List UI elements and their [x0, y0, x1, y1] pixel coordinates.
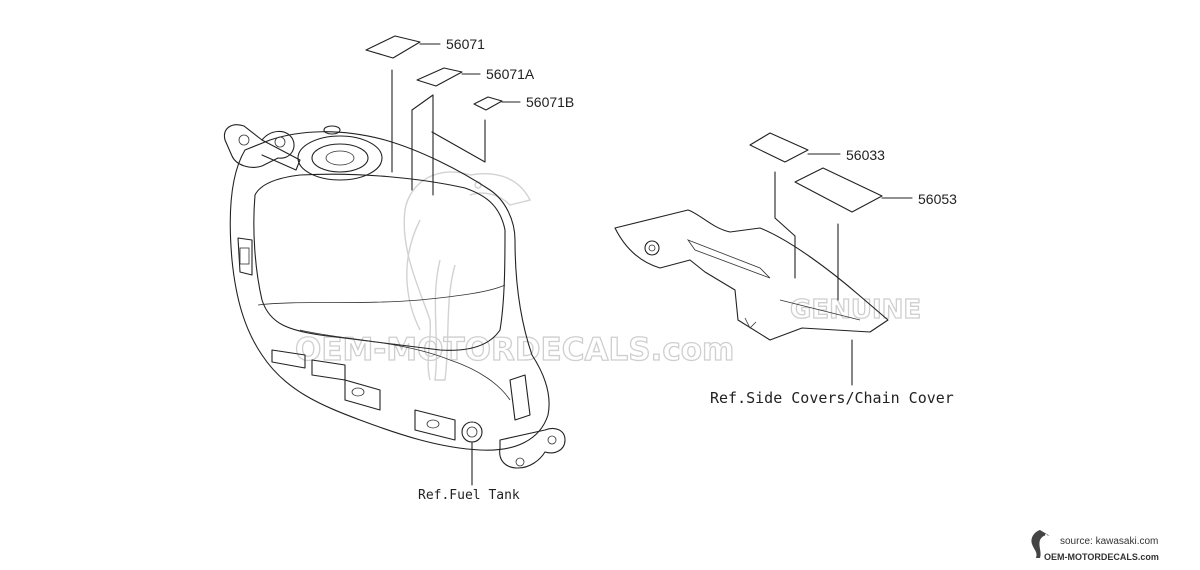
callout-56033: 56033: [846, 147, 885, 163]
decal-56053[interactable]: [794, 167, 913, 301]
decal-56071b[interactable]: [431, 96, 521, 163]
fuel-tank-drawing: [223, 124, 566, 486]
watermark-text: OEM-MOTORDECALS.com: [295, 332, 734, 368]
ref-fuel-tank-label: Ref.Fuel Tank: [418, 488, 520, 503]
watermark-badge: GENUINE: [790, 295, 921, 325]
chain-cover-drawing: [614, 209, 889, 341]
source-brand-text: OEM-MOTORDECALS.com: [1044, 552, 1159, 562]
watermark: OEM-MOTORDECALS.com GENUINE: [294, 171, 922, 381]
ref-side-covers-label: Ref.Side Covers/Chain Cover: [710, 389, 954, 407]
callout-56071: 56071: [446, 36, 485, 52]
callout-56071b: 56071B: [526, 94, 574, 110]
decal-56071a[interactable]: [411, 67, 481, 196]
source-bird-logo-icon: [1031, 530, 1050, 558]
source-credit-text: source: kawasaki.com: [1060, 536, 1158, 547]
callout-56053: 56053: [918, 191, 957, 207]
callout-56071a: 56071A: [486, 66, 535, 82]
watermark-bird-logo-icon: [403, 171, 532, 381]
source-credit: source: kawasaki.com OEM-MOTORDECALS.com: [1031, 530, 1159, 562]
decal-56071[interactable]: [365, 35, 441, 173]
decal-56033[interactable]: [749, 132, 841, 279]
